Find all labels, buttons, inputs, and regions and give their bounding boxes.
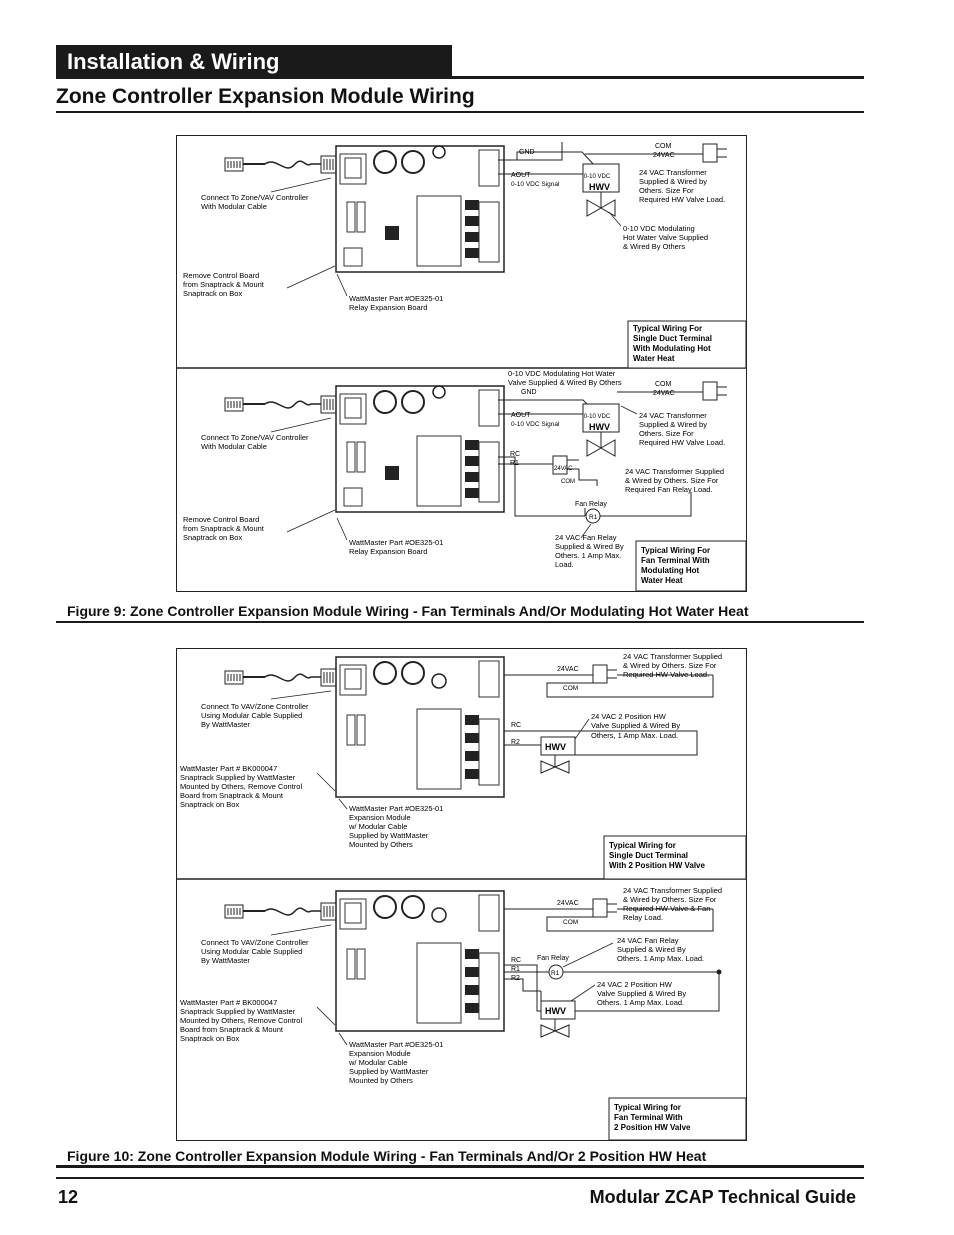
fan-transformer-note: 24 VAC Transformer Supplied& Wired by Ot…: [625, 467, 724, 494]
hwv-label: HWV: [589, 182, 610, 192]
hwv-label: HWV: [545, 742, 566, 752]
aout-label: AOUT: [511, 412, 531, 419]
section-header: Installation & Wiring: [67, 49, 280, 74]
panel-fan-terminal-modulating: 0-10 VDC HWV GND AOUT 0-10 VDC Signal CO…: [183, 369, 746, 591]
rc-label: RC: [511, 722, 521, 729]
vac-label: 24VAC: [557, 900, 579, 907]
vdc-tag: 0-10 VDC: [584, 174, 611, 180]
com-label: COM: [655, 381, 672, 388]
r2-label: R2: [511, 739, 520, 746]
rc-label: RC: [510, 451, 520, 458]
gnd-label: GND: [521, 389, 537, 396]
transformer-note: 24 VAC Transformer Supplied& Wired by Ot…: [623, 652, 722, 679]
gnd-label: GND: [519, 149, 535, 156]
relay-vac-label: 24VAC: [554, 466, 573, 472]
footer-rule: [56, 1165, 864, 1168]
panel-fan-terminal-2pos: HWV 24VAC COM RC R1 R2 R1 Fan Relay Conn…: [180, 886, 746, 1140]
guide-title: Modular ZCAP Technical Guide: [589, 1187, 856, 1207]
com-label: COM: [563, 919, 578, 926]
panel-single-duct-modulating: 0-10 VDC HWV GND AOUT 0-10 VDC Signal CO…: [183, 142, 746, 369]
com-label: COM: [655, 143, 672, 150]
modular-cable: [224, 155, 340, 174]
vac-label: 24VAC: [653, 390, 675, 397]
r1-label: R1: [511, 966, 520, 973]
hwv-label: HWV: [589, 422, 610, 432]
title-rule: [56, 111, 864, 113]
relay-expansion-board: [335, 145, 505, 273]
signal-label: 0-10 VDC Signal: [511, 181, 560, 188]
relay-r1-label: R1: [551, 970, 560, 977]
r2-label: R2: [511, 975, 520, 982]
figure-10-diagram: HWV 24VAC COM RC R2 Connect To VAV/Zone …: [176, 648, 747, 1141]
figure-9-caption: Figure 9: Zone Controller Expansion Modu…: [67, 603, 749, 619]
fan-relay-label: Fan Relay: [575, 501, 607, 508]
com-label: COM: [563, 685, 578, 692]
vac-label: 24VAC: [557, 666, 579, 673]
vdc-tag: 0-10 VDC: [584, 414, 611, 420]
page-number: 12: [58, 1187, 79, 1207]
figure-9-diagram: 0-10 VDC HWV GND AOUT 0-10 VDC Signal CO…: [176, 135, 747, 592]
relay-r1-label: R1: [589, 514, 598, 521]
footer-rule-thin: [56, 1177, 864, 1179]
relay-com-label: COM: [561, 479, 575, 485]
transformer-note: 24 VAC Transformer Supplied& Wired by Ot…: [623, 886, 722, 922]
hwv-label: HWV: [545, 1006, 566, 1016]
rc-label: RC: [511, 957, 521, 964]
r1-label: R1: [510, 460, 519, 467]
section-header-bar: [56, 45, 452, 78]
aout-label: AOUT: [511, 172, 531, 179]
page-title: Zone Controller Expansion Module Wiring: [56, 85, 475, 108]
caption-rule: [56, 621, 864, 623]
signal-label: 0-10 VDC Signal: [511, 421, 560, 428]
panel-single-duct-2pos: HWV 24VAC COM RC R2 Connect To VAV/Zone …: [180, 652, 746, 880]
figure-10-caption: Figure 10: Zone Controller Expansion Mod…: [67, 1148, 707, 1164]
header-rule: [56, 76, 864, 79]
vac-label: 24VAC: [653, 152, 675, 159]
fan-relay-label: Fan Relay: [537, 955, 569, 962]
